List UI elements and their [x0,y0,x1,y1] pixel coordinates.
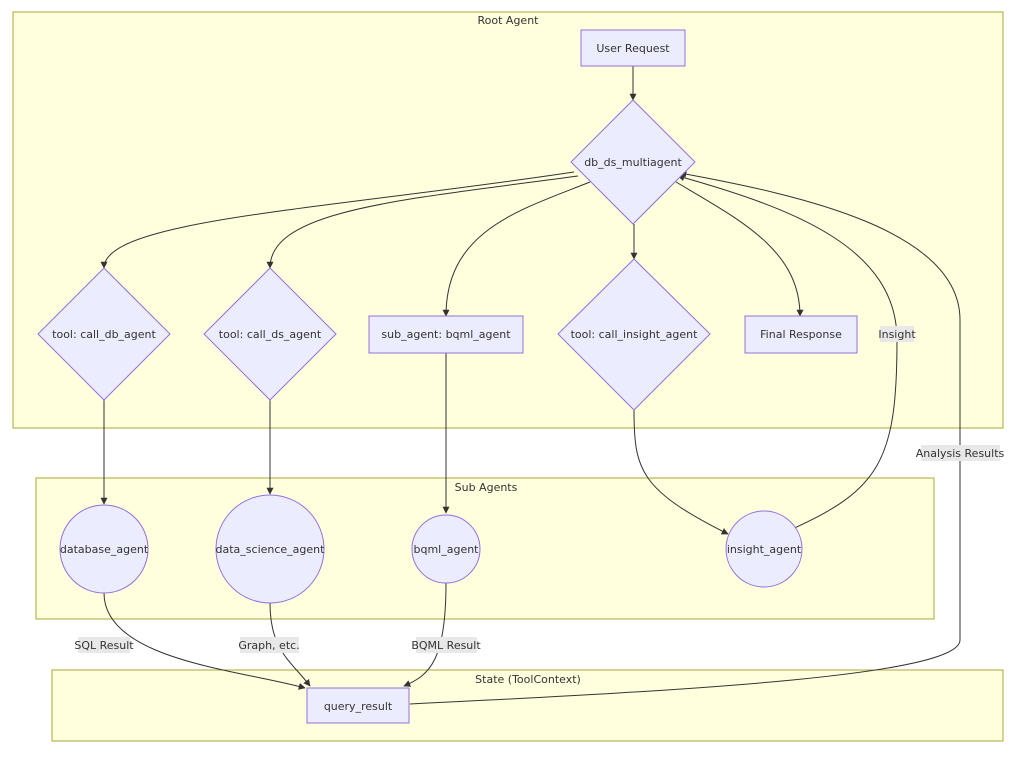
edge-label-graph-etc-text: Graph, etc. [238,639,299,652]
cluster-state: State (ToolContext) [51,669,1004,742]
node-insight-agent-label: insight_agent [727,543,802,556]
cluster-state-label: State (ToolContext) [475,673,581,686]
cluster-root-agent: Root Agent [12,11,1004,429]
edge-label-bqml-result: BQML Result [411,637,481,653]
node-bqml-agent-label: bqml_agent [413,543,479,556]
node-multiagent: db_ds_multiagent [570,99,696,225]
edge-label-sql-result-text: SQL Result [74,639,134,652]
edge-database-agent-to-query-result [103,592,306,690]
node-user-request-label: User Request [596,42,670,55]
edge-multiagent-to-call-ds [266,175,579,269]
node-data-science-agent-label: data_science_agent [216,543,326,556]
node-call-db-agent: tool: call_db_agent [37,267,171,401]
edge-label-analysis-results: Analysis Results [916,445,1005,461]
node-multiagent-label: db_ds_multiagent [584,156,682,169]
edge-multiagent-to-call-db [100,171,575,269]
node-database-agent: database_agent [59,504,149,594]
node-call-insight-agent: tool: call_insight_agent [557,258,711,411]
edge-label-insight: Insight [878,326,916,342]
edge-label-analysis-results-text: Analysis Results [916,447,1005,460]
node-call-ds-agent-label: tool: call_ds_agent [219,328,322,341]
node-final-response-label: Final Response [760,328,842,341]
node-data-science-agent: data_science_agent [215,494,326,604]
edge-label-insight-text: Insight [878,328,916,341]
node-bqml-agent: bqml_agent [411,514,481,584]
edge-multiagent-to-final-response [675,181,804,317]
edge-query-result-to-multiagent [409,170,961,705]
cluster-root-agent-label: Root Agent [478,14,540,27]
node-final-response: Final Response [744,315,858,354]
node-insight-agent: insight_agent [725,510,803,588]
node-call-insight-agent-label: tool: call_insight_agent [571,328,698,341]
node-query-result: query_result [306,687,410,724]
node-call-db-agent-label: tool: call_db_agent [52,328,156,341]
edge-label-bqml-result-text: BQML Result [411,639,481,652]
edge-label-graph-etc: Graph, etc. [238,637,300,653]
edge-multiagent-to-bqml-sub [442,181,591,317]
edge-bqml-agent-to-query-result [403,582,447,687]
node-database-agent-label: database_agent [60,543,149,556]
node-bqml-sub-agent-label: sub_agent: bqml_agent [381,328,511,341]
edges [100,66,961,705]
cluster-sub-agents-label: Sub Agents [455,481,518,494]
node-bqml-sub-agent: sub_agent: bqml_agent [368,315,524,354]
node-query-result-label: query_result [324,700,393,713]
edge-call-insight-to-insight-agent [633,409,729,535]
node-call-ds-agent: tool: call_ds_agent [203,267,337,401]
edge-label-sql-result: SQL Result [74,637,134,653]
node-user-request: User Request [580,29,686,67]
